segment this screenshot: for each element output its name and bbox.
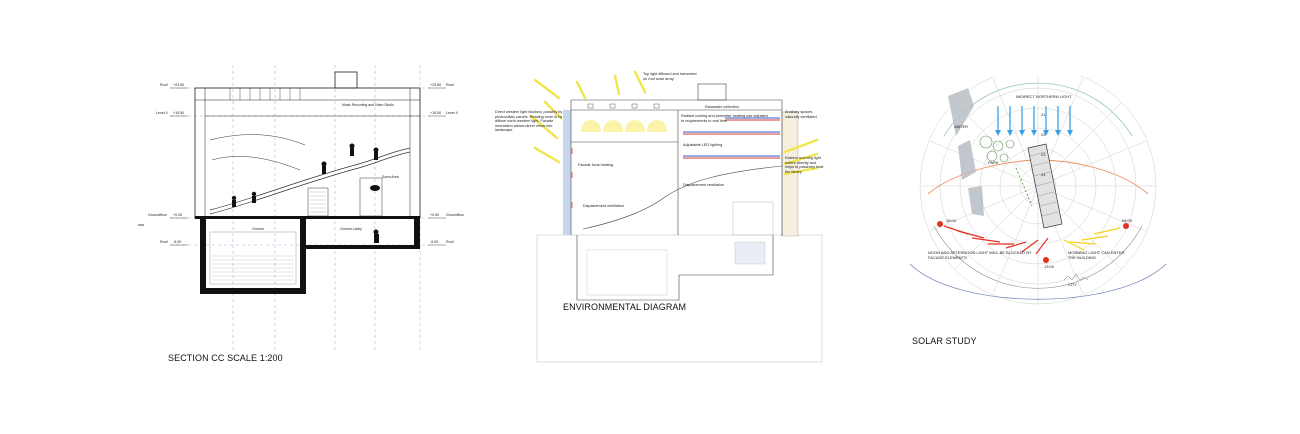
level-name: Level 4 — [156, 111, 168, 115]
env-notes: Top light diffused and harvested on roof… — [495, 72, 824, 208]
level-value: +23.80 — [430, 83, 441, 87]
sun-dot-0800 — [1123, 223, 1129, 229]
sun-arrows — [529, 70, 819, 176]
environmental-caption: ENVIRONMENTAL DIAGRAM — [563, 302, 687, 312]
level-name: Groundfloor — [148, 213, 168, 217]
section-caption: SECTION CC SCALE 1:200 — [168, 353, 283, 363]
label-water: WATER — [954, 124, 968, 129]
northern-arrowheads — [995, 130, 1073, 136]
left-level-markers: Roof +23.80 Level 4 +15.50 Groundfloor +… — [138, 83, 188, 246]
level-value: +15.50 — [173, 111, 184, 115]
section-panel: Roof +23.80 Level 4 +15.50 Groundfloor +… — [130, 60, 470, 363]
level-name: Level 4 — [446, 111, 458, 115]
level-value: +23.80 — [173, 83, 184, 87]
city-icon — [1063, 273, 1089, 281]
environmental-panel: Top light diffused and harvested on roof… — [495, 62, 825, 364]
ground-slab — [195, 216, 420, 294]
radiant-cooling-lines — [683, 117, 780, 159]
label-northern: INDIRECT NORTHERN LIGHT — [1016, 94, 1072, 99]
level-value: +0.00 — [430, 213, 439, 217]
park-trees — [979, 135, 1015, 163]
noon-arrows — [943, 225, 1049, 255]
facade-strip — [563, 110, 571, 235]
level-name: Roof — [160, 240, 168, 244]
north-tick: 22 — [1041, 132, 1046, 137]
note-led: Adjustable LED lighting — [683, 143, 722, 147]
label-park: PARK — [988, 160, 999, 165]
level-value: +0.00 — [173, 213, 182, 217]
room-label-scent-area: Scent Area — [382, 175, 399, 179]
room-label-cinema: Cinema — [252, 227, 264, 231]
green-path — [1015, 167, 1033, 207]
northern-arrows — [997, 106, 1071, 130]
cinema-seats — [212, 255, 294, 281]
horizon-arc — [933, 225, 1143, 289]
solar-labels: INDIRECT NORTHERN LIGHT WATER PARK 18:00… — [946, 94, 1133, 287]
ground-outline — [536, 234, 823, 363]
label-1300: 13:00 — [1044, 264, 1055, 269]
water-shapes — [948, 88, 984, 216]
label-1800: 18:00 — [946, 218, 957, 223]
note-facade-heating: Facade local heating — [578, 163, 613, 167]
environmental-drawing: Top light diffused and harvested on roof… — [495, 70, 824, 363]
level-value: -5.00 — [430, 240, 438, 244]
seating-hatch — [310, 191, 326, 213]
note-eastern: Eastern morning light enters directly an… — [785, 156, 824, 174]
note-displacement-upper: Displacement ventilation — [683, 183, 724, 187]
building-envelope — [194, 71, 421, 219]
level-name: Roof — [160, 83, 168, 87]
figures — [231, 143, 380, 243]
skylight-openings — [587, 103, 660, 109]
lower-arc — [909, 263, 1167, 300]
level-name: Roof — [446, 83, 454, 87]
note-ancillary: Ancillary spaces naturally ventilated — [785, 110, 817, 119]
sun-dot-1800 — [937, 221, 943, 227]
env-building-outline — [570, 83, 783, 301]
building-footprint — [1027, 143, 1063, 229]
solar-drawing: INDIRECT NORTHERN LIGHT WATER PARK 18:00… — [909, 76, 1167, 305]
grid-lines — [170, 65, 430, 350]
north-tick: 23 — [1041, 152, 1046, 157]
right-level-markers: +23.80 Roof +15.50 Level 4 +0.00 Groundf… — [428, 83, 464, 246]
north-tick: 21 — [1041, 112, 1046, 117]
interior-ramp — [209, 134, 411, 217]
label-noon: NOON AND AFTERNOON LIGHT WILL BE BLOCKED… — [928, 250, 1032, 260]
note-direct-western: Direct western light blocked, possibly b… — [495, 110, 563, 133]
label-morning: MORNING LIGHT CAN ENTER THE BUILDING — [1068, 250, 1125, 260]
sun-dots — [937, 221, 1129, 263]
label-0800: 08:00 — [1122, 218, 1133, 223]
level-name: Roof — [446, 240, 454, 244]
level-name: Groundfloo — [446, 213, 464, 217]
label-city: CITY — [1068, 282, 1077, 287]
note-displacement-lower: Displacement ventilation — [583, 204, 624, 208]
sun-dot-1300 — [1043, 257, 1049, 263]
room-labels: Music Recording and Video Studio Cinema … — [252, 103, 399, 231]
level-value: -5.00 — [173, 240, 181, 244]
note-top-light: Top light diffused and harvested on roof… — [643, 72, 697, 81]
north-tick: 24 — [1041, 172, 1046, 177]
level-value: +15.50 — [430, 111, 441, 115]
section-drawing: Roof +23.80 Level 4 +15.50 Groundfloor +… — [138, 65, 464, 350]
room-label-cinema-lobby: Cinema Lobby — [340, 227, 362, 231]
solar-panel: INDIRECT NORTHERN LIGHT WATER PARK 18:00… — [898, 76, 1168, 356]
skylight-glows — [581, 120, 667, 132]
solar-caption: SOLAR STUDY — [912, 336, 977, 346]
note-radiant: Radiant cooling and perimeter heating us… — [681, 114, 768, 123]
morning-arrows — [1063, 227, 1121, 251]
room-label-music: Music Recording and Video Studio — [342, 103, 394, 107]
note-rainwater: Rainwater collection — [705, 105, 739, 109]
